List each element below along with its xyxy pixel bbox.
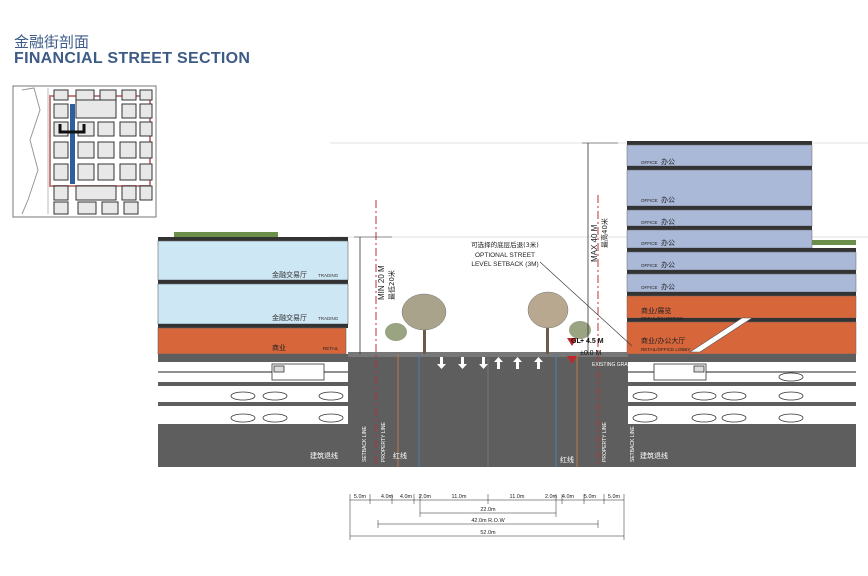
left-floor-1-cn: 金融交易厅: [272, 270, 307, 279]
lane-arrows: [437, 357, 543, 369]
dim-seg-8: 4.0m: [562, 494, 575, 500]
key-plan-street-highlight: [70, 104, 75, 184]
right-lobby-cn: 商业/办公大厅: [641, 336, 685, 345]
left-floor-2-en: TRADING: [318, 316, 339, 321]
page-title: FINANCIAL STREET SECTION: [14, 50, 251, 67]
property-line-right-label: PROPERTY LINE: [602, 422, 608, 462]
key-plan-section-cut: [58, 124, 86, 134]
right-floor-1-cn: 办公: [661, 157, 675, 166]
dim-seg-3: 4.0m: [400, 494, 413, 500]
dim-seg-4: 2.0m: [419, 494, 432, 500]
right-floor-2-en: OFFICE: [641, 198, 658, 203]
dim-row: 42.0m R.O.W: [471, 518, 505, 524]
dim-seg-9: 5.0m: [584, 494, 597, 500]
left-building: [157, 232, 349, 355]
dim-seg-7: 2.0m: [545, 494, 558, 500]
min-height-cn-label: 最低20米: [387, 270, 396, 300]
property-line-right-cn: 红线: [560, 455, 574, 464]
dim-seg-1: 5.0m: [354, 494, 367, 500]
setback-line-left-label: SETBACK LINE: [362, 425, 368, 462]
left-floor-1-en: TRADING: [318, 273, 339, 278]
gl-label: GL: [571, 338, 581, 345]
street-surface: [348, 352, 628, 357]
right-floor-6-en: OFFICE: [641, 285, 658, 290]
left-floor-3-en: RETAIL: [323, 346, 339, 351]
property-line-left-label: PROPERTY LINE: [381, 422, 387, 462]
dim-seg-2: 4.0m: [381, 494, 394, 500]
right-floor-4-en: OFFICE: [641, 241, 658, 246]
setback-cn-label: 可选择的底层后退(3米): [471, 240, 539, 249]
max-height-cn-label: 最高40米: [600, 218, 609, 248]
left-floor-2-cn: 金融交易厅: [272, 313, 307, 322]
left-floor-3-cn: 商业: [272, 343, 286, 352]
page-title-cn: 金融街剖面: [14, 33, 90, 51]
dim-seg-6: 11.0m: [510, 494, 525, 500]
setback-en-label-1: OPTIONAL STREET: [475, 252, 535, 259]
min-height-label: MIN 20 M: [377, 265, 386, 300]
street-trees: [385, 291, 591, 354]
grade-plus-label: + 4.5 M: [580, 338, 604, 345]
right-floor-6-cn: 办公: [661, 282, 675, 291]
vehicles: [230, 363, 804, 423]
dim-seg-10: 5.0m: [608, 494, 621, 500]
setback-en-label-2: LEVEL SETBACK (3M): [471, 261, 538, 268]
escalator: [688, 317, 754, 353]
max-height-label: MAX 40 M: [590, 224, 599, 262]
dim-total: 52.0m: [480, 530, 496, 536]
right-retail-cn: 商业/展览: [641, 306, 671, 315]
right-building: [626, 141, 857, 355]
right-floor-1-en: OFFICE: [641, 160, 658, 165]
right-floor-5-cn: 办公: [661, 260, 675, 269]
existing-grade-label: EXISTING GRADE: [592, 362, 635, 368]
setback-line-right-label: SETBACK LINE: [630, 425, 636, 462]
right-floor-2-cn: 办公: [661, 195, 675, 204]
right-floor-5-en: OFFICE: [641, 263, 658, 268]
right-lobby-en: RETAIL/OFFICE LOBBY: [641, 347, 690, 352]
right-retail-en: RETAIL/EXHIBITION: [641, 316, 683, 321]
right-floor-3-en: OFFICE: [641, 220, 658, 225]
setback-line-right-cn: 建筑退线: [640, 451, 668, 460]
setback-line-left-cn: 建筑退线: [310, 451, 338, 460]
grade-zero-label: ±0.0 M: [580, 350, 602, 357]
property-line-left-cn: 红线: [393, 451, 407, 460]
dim-carriageway: 22.0m: [480, 507, 496, 513]
right-floor-3-cn: 办公: [661, 217, 675, 226]
right-floor-4-cn: 办公: [661, 238, 675, 247]
dim-seg-5: 11.0m: [452, 494, 467, 500]
key-plan: [12, 85, 157, 218]
dimension-lines: [349, 494, 625, 540]
